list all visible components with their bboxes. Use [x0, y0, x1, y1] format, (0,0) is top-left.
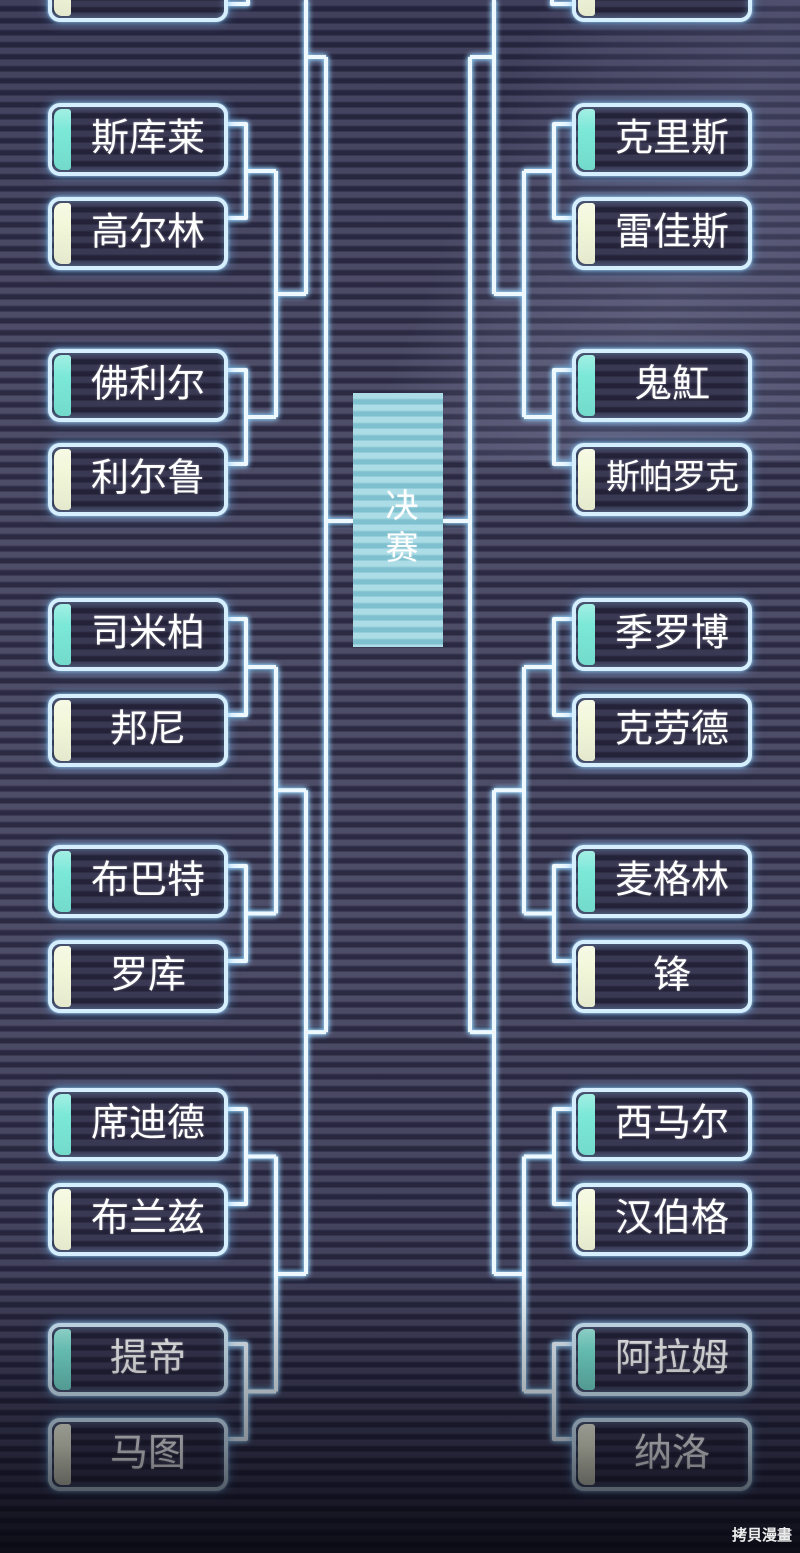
player-color-bar [578, 946, 595, 1007]
player-color-bar [54, 0, 71, 16]
player-color-bar [54, 700, 71, 761]
player-box: 鬼魟 [572, 349, 752, 422]
player-name: 麦格林 [614, 858, 729, 901]
player-box: 雷佳斯 [572, 197, 752, 270]
player-box: 布巴特 [48, 845, 228, 918]
player-name: 斯帕罗克 [606, 459, 739, 497]
player-name: 克劳德 [614, 707, 729, 750]
player-name: 马图 [109, 1431, 186, 1474]
player-box: 佛利尔 [48, 349, 228, 422]
player-color-bar [54, 1189, 71, 1250]
player-box: 司米柏 [48, 598, 228, 671]
bracket-line [552, 864, 572, 963]
player-color-bar [54, 1329, 71, 1390]
player-color-bar [578, 1424, 595, 1485]
player-box: 季罗博 [572, 598, 752, 671]
player-box: 利尔鲁 [48, 443, 228, 516]
bracket-line [552, 122, 572, 220]
player-color-bar [578, 1189, 595, 1250]
player-name: 汉伯格 [614, 1196, 729, 1239]
bracket-line [228, 368, 248, 466]
player-name: 布兰兹 [90, 1196, 205, 1239]
player-color-bar [578, 203, 595, 264]
player-color-bar [54, 851, 71, 912]
bracket-line [550, 0, 572, 6]
player-name: 邦尼 [109, 707, 186, 750]
player-box: 高尔林 [48, 197, 228, 270]
player-box: 阿拉姆 [572, 1323, 752, 1396]
player-box: 马图 [48, 1418, 228, 1491]
bracket-line [552, 617, 572, 717]
player-name: 克里斯 [614, 116, 729, 159]
bracket-line [552, 1107, 572, 1206]
player-box: 纳洛 [572, 1418, 752, 1491]
player-name: 席迪德 [90, 1101, 205, 1144]
player-color-bar [54, 109, 71, 170]
bracket-line [552, 368, 572, 466]
player-name: 罗库 [109, 953, 186, 996]
player-name: 司米柏 [90, 611, 205, 654]
bracket-line [228, 1342, 248, 1441]
player-color-bar [578, 1094, 595, 1155]
player-box: 布兰兹 [48, 1183, 228, 1256]
player-color-bar [54, 1424, 71, 1485]
player-name: 鬼魟 [633, 362, 710, 405]
player-name: 西马尔 [614, 1101, 729, 1144]
player-color-bar [578, 109, 595, 170]
player-color-bar [54, 604, 71, 665]
player-color-bar [54, 449, 71, 510]
player-name: 斯库莱 [90, 116, 205, 159]
player-box: 邦尼 [48, 694, 228, 767]
bracket-line [228, 617, 248, 717]
final-box: 决赛 [353, 393, 443, 647]
player-box: 汉伯格 [572, 1183, 752, 1256]
player-color-bar [578, 700, 595, 761]
player-name: 阿拉姆 [614, 1336, 729, 1379]
player-box: 锋 [572, 940, 752, 1013]
player-name: 高尔林 [90, 210, 205, 253]
bracket-line [228, 1107, 248, 1206]
player-color-bar [54, 1094, 71, 1155]
player-name: 季罗博 [614, 611, 729, 654]
player-color-bar [54, 203, 71, 264]
bracket-line [228, 122, 248, 220]
player-box-partial [572, 0, 752, 22]
player-name: 锋 [652, 953, 691, 996]
final-label: 决赛 [380, 488, 416, 573]
player-box: 斯帕罗克 [572, 443, 752, 516]
player-box: 麦格林 [572, 845, 752, 918]
player-box: 罗库 [48, 940, 228, 1013]
player-box: 克劳德 [572, 694, 752, 767]
player-color-bar [578, 355, 595, 416]
bracket-line [228, 0, 250, 6]
player-color-bar [578, 604, 595, 665]
player-name: 雷佳斯 [614, 210, 729, 253]
player-color-bar [54, 355, 71, 416]
player-name: 布巴特 [90, 858, 205, 901]
player-color-bar [54, 946, 71, 1007]
player-box: 席迪德 [48, 1088, 228, 1161]
player-name: 利尔鲁 [90, 456, 205, 499]
player-box: 克里斯 [572, 103, 752, 176]
player-box: 西马尔 [572, 1088, 752, 1161]
bracket-line [552, 1342, 572, 1441]
player-name: 纳洛 [633, 1431, 710, 1474]
player-color-bar [578, 851, 595, 912]
watermark: 拷貝漫畫 [731, 1527, 792, 1544]
player-color-bar [578, 1329, 595, 1390]
player-box: 斯库莱 [48, 103, 228, 176]
player-box-partial [48, 0, 228, 22]
player-color-bar [578, 0, 595, 16]
player-color-bar [578, 449, 595, 510]
bracket-line [228, 864, 248, 963]
player-box: 提帝 [48, 1323, 228, 1396]
player-name: 提帝 [109, 1336, 186, 1379]
player-name: 佛利尔 [90, 362, 205, 405]
